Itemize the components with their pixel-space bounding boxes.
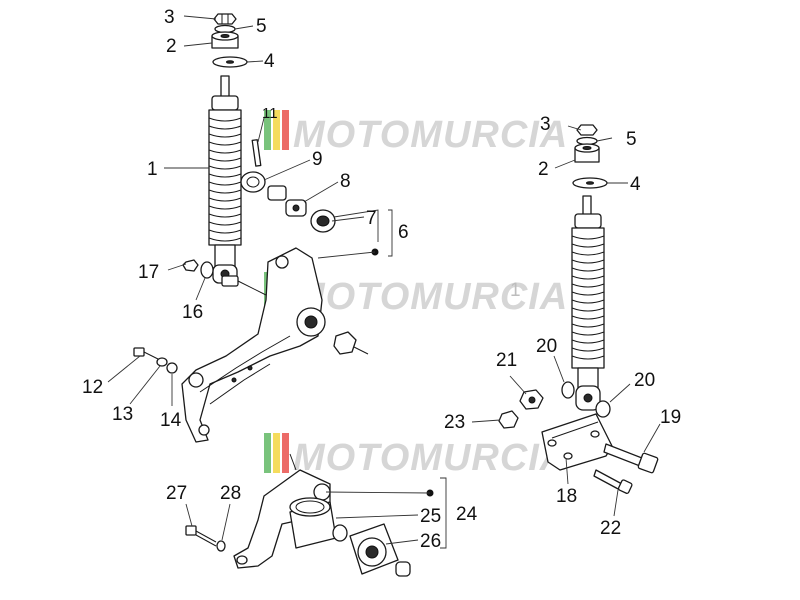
right-cup-washer [572,177,608,189]
callout-18: 18 [556,486,577,507]
swingarm-nut [333,331,369,355]
seal-7 [310,209,336,233]
spacer-20-right [595,400,611,418]
callout-13: 13 [112,404,133,425]
watermark-bottom: MOTOMURCIA [264,433,568,479]
right-rubber-bush [574,143,600,163]
bush-8 [285,199,307,217]
washer-14 [166,362,178,374]
callout-23: 23 [444,412,465,433]
callout-21: 21 [496,350,517,371]
spacer-sleeve [267,185,287,201]
callout-28: 28 [220,483,241,504]
callout-24: 24 [456,504,478,525]
spacer-20-left [561,381,575,399]
watermark-stripe-red [282,433,289,473]
washer-13 [156,357,168,367]
swing-arm-bracket [181,247,326,443]
callout-17: 17 [138,262,159,283]
watermark-stripe-green [264,110,271,150]
left-shock-lower-body [214,244,236,268]
leader-lines [107,15,661,549]
left-shock-top-cap [211,95,239,111]
callout-16: 16 [182,302,203,323]
callout-3: 3 [164,7,175,28]
callout-11: 11 [262,105,278,122]
nut-23 [498,410,519,429]
callout-8: 8 [340,171,351,192]
silent-block-26 [349,523,399,575]
right-shock-rod [582,195,592,217]
left-shock-assembly [208,13,248,284]
bracket-18 [541,413,613,471]
left-spring-coils [208,117,242,242]
right-shock-spring [571,227,605,369]
callout-5: 5 [256,16,267,37]
watermark-text: MOTOMURCIA [293,437,568,479]
callout-2: 2 [166,36,177,57]
callout-4: 4 [264,51,275,72]
callout-25: 25 [420,506,441,527]
right-shock-assembly [571,124,608,411]
bearing-9 [240,171,266,193]
watermark-stripe-red [282,110,289,150]
left-top-nut [213,13,237,25]
right-top-nut [576,124,598,136]
callout-14: 14 [160,410,182,431]
callout-5-right: 5 [626,129,637,150]
washer-28 [216,540,226,552]
nut-21 [519,389,544,410]
callout-22: 22 [600,518,621,539]
callout-6: 6 [398,222,409,243]
callout-19: 19 [660,407,681,428]
right-shock-lower-body [577,367,599,389]
callout-26: 26 [420,531,441,552]
callout-27: 27 [166,483,187,504]
spacer-26 [395,561,411,577]
watermark-top: MOTOMURCIA [264,110,568,156]
bolt-12 [133,347,161,361]
callout-2-right: 2 [538,159,549,180]
left-rubber-bush [211,31,239,49]
washer-25 [332,524,348,542]
pin-11 [251,139,262,167]
watermark-text: MOTOMURCIA [293,114,568,156]
watermark-text: MOTOMURCIA [293,276,568,318]
callout-1: 1 [147,159,158,180]
callout-3-right: 3 [540,114,551,135]
pivot-bolt [221,275,269,297]
callout-9: 9 [312,149,323,170]
washer-17 [182,259,199,272]
callout-20-left: 20 [536,336,557,357]
left-shock-rod [220,75,230,99]
callout-4-right: 4 [630,174,641,195]
watermark-stripe-green [264,433,271,473]
callout-1-watermark: 1 [510,280,521,301]
watermark-stripe-yellow [273,433,280,473]
right-spring-coils [571,235,605,360]
right-shock-top-cap [574,213,602,229]
bolt-27 [185,525,217,547]
bolt-22 [593,469,633,494]
watermark-stripe-yellow [273,110,280,150]
sleeve-25 [289,497,337,549]
left-cup-washer [212,56,248,68]
callout-7: 7 [366,208,377,229]
spacer-16 [200,261,214,279]
bolt-19 [603,443,659,474]
callout-20-right: 20 [634,370,655,391]
callout-labels: 3 5 2 4 11 1 9 8 7 6 17 16 1 12 13 14 3 … [82,7,681,552]
callout-12: 12 [82,377,103,398]
